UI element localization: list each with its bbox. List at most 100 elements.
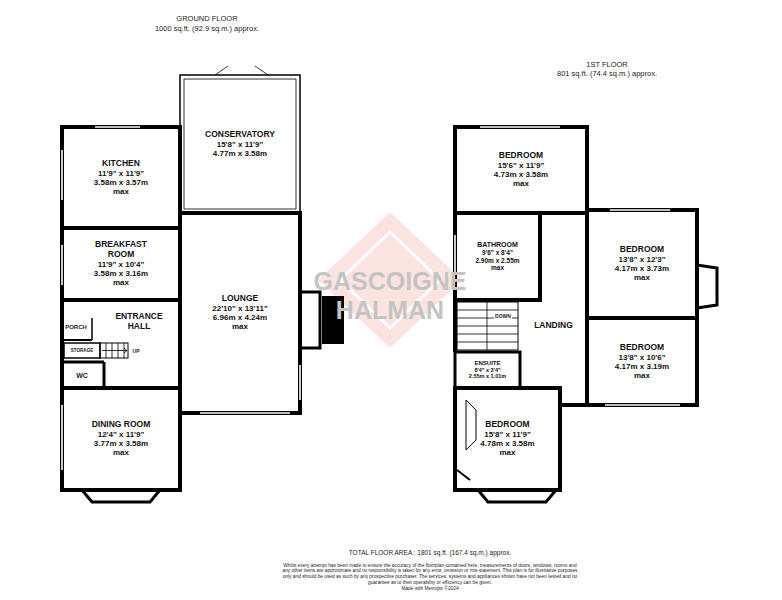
room-dimension: 2.90m x 2.55m <box>475 257 519 264</box>
room-box: BREAKFAST ROOM11'9" x 10'4"3.58m x 3.16m… <box>62 228 180 300</box>
room-dimension: 11'9" x 11'9" <box>98 169 144 178</box>
room-wall <box>587 318 697 405</box>
room-wall <box>455 352 520 388</box>
room-dimension: max <box>634 371 650 380</box>
room-box: KITCHEN11'9" x 11'9"3.58m x 3.57mmax <box>62 127 180 228</box>
window <box>61 150 63 200</box>
room-dimension: 4.17m x 3.73m <box>615 264 669 273</box>
wall <box>457 470 470 480</box>
room-dimension: 4.73m x 3.58m <box>494 170 548 179</box>
room-name: ENTRANCE HALL <box>114 312 164 332</box>
window <box>95 126 140 128</box>
room-wall <box>455 127 587 213</box>
floor-title: 1ST FLOOR <box>586 60 628 69</box>
room-box: CONSERVATORY15'8" x 11'9"4.77m x 3.58m <box>180 75 300 213</box>
room-dimension: max <box>232 322 248 331</box>
room-label: WC <box>76 372 88 380</box>
wall <box>453 300 457 352</box>
watermark: GASCOIGNE <box>314 266 467 296</box>
room-wall <box>180 75 300 213</box>
room-name: BEDROOM <box>485 420 529 430</box>
room-dimension: 3.77m x 3.58m <box>94 439 148 448</box>
storage-cupboard <box>64 343 100 358</box>
watermark: HALMAN <box>336 295 444 325</box>
wall <box>585 388 589 405</box>
wardrobe <box>466 400 476 450</box>
bay-window <box>82 490 160 502</box>
french-doors <box>215 66 268 75</box>
room-dimension: max <box>113 187 129 196</box>
stairs <box>100 343 128 358</box>
room-dimension: 9'6" x 8'4" <box>482 249 513 256</box>
room-wall <box>62 388 180 490</box>
room-box: BEDROOM13'8" x 12'3"4.17m x 3.73mmax <box>587 210 697 318</box>
room-dimension: 3.58m x 3.57m <box>94 178 148 187</box>
wall <box>103 362 106 388</box>
window <box>61 405 63 470</box>
room-name: CONSERVATORY <box>205 130 275 140</box>
room-name: ENSUITE <box>474 360 500 367</box>
room-dimension: 15'8" x 11'9" <box>484 430 531 439</box>
stair-label: UP <box>133 348 140 354</box>
room-name: BREAKFAST ROOM <box>91 240 151 260</box>
room-dimension: 13'8" x 12'3" <box>619 255 666 264</box>
room-label: PORCH <box>65 324 87 331</box>
floor-area: 801 sq.ft. (74.4 sq.m.) approx. <box>557 69 657 78</box>
window <box>480 126 560 128</box>
room-wall <box>587 210 697 318</box>
room-wall <box>62 228 180 300</box>
stair-treads <box>457 302 518 350</box>
room-box: ENTRANCE HALL <box>98 300 180 343</box>
room-name: BEDROOM <box>499 151 543 161</box>
room-box: DINING ROOM12'4" x 11'9"3.77m x 3.58mmax <box>62 388 180 490</box>
room-wall <box>62 127 180 228</box>
room-box: LANDING <box>520 300 587 352</box>
room-dimension: max <box>113 448 129 457</box>
stair-label: DOWN <box>494 313 512 319</box>
window <box>200 412 290 414</box>
room-dimension: 13'8" x 10'6" <box>619 353 666 362</box>
room-dimension: max <box>513 179 529 188</box>
room-dimension: max <box>499 448 515 457</box>
room-box: BEDROOM13'8" x 10'6"4.17m x 3.19mmax <box>587 318 697 405</box>
chimney-breast <box>300 292 320 348</box>
room-dimension: max <box>113 278 129 287</box>
room-box: BEDROOM15'6" x 11'9"4.73m x 3.58mmax <box>455 127 587 213</box>
glazing <box>184 79 296 209</box>
room-wall <box>455 213 540 300</box>
credit: Made with Metropix ©2024 <box>401 586 458 592</box>
room-dimension: 6.96m x 4.24m <box>213 313 267 322</box>
room-dimension: 4.78m x 3.58m <box>480 439 534 448</box>
room-dimension: 15'6" x 11'9" <box>498 161 545 170</box>
room-name: LANDING <box>534 321 573 331</box>
room-box: LOUNGE22'10" x 13'11"6.96m x 4.24mmax <box>180 213 300 413</box>
floor-area: 1000 sq.ft. (92.9 sq.m.) approx. <box>155 24 259 33</box>
room-name: BEDROOM <box>620 245 664 255</box>
wall <box>62 361 104 364</box>
room-dimension: max <box>491 264 504 271</box>
floor-title: GROUND FLOOR <box>176 14 237 23</box>
room-label: STORAGE <box>71 348 94 354</box>
room-name: DINING ROOM <box>92 420 151 430</box>
wall <box>560 403 587 407</box>
total-area: TOTAL FLOOR AREA : 1801 sq.ft. (167.4 sq… <box>349 549 511 557</box>
room-dimension: 11'9" x 10'4" <box>98 260 145 269</box>
stair-arrow <box>102 348 127 353</box>
wall <box>91 318 93 340</box>
bay-window <box>697 265 717 308</box>
room-dimension: 2.55m x 1.01m <box>469 373 506 379</box>
room-name: KITCHEN <box>102 159 140 169</box>
disclaimer: Whilst every attempt has been made to en… <box>280 563 580 586</box>
room-dimension: 15'8" x 11'9" <box>217 140 264 149</box>
window <box>605 404 680 406</box>
window <box>61 245 63 285</box>
room-dimension: max <box>634 273 650 282</box>
room-box: BEDROOM15'8" x 11'9"4.78m x 3.58mmax <box>455 388 560 490</box>
room-dimension: 4.77m x 3.58m <box>213 149 267 158</box>
room-name: BATHROOM <box>477 241 518 249</box>
room-wall <box>180 213 300 413</box>
room-dimension: 4.17m x 3.19m <box>615 362 669 371</box>
wall <box>62 339 92 341</box>
room-name: BEDROOM <box>620 343 664 353</box>
